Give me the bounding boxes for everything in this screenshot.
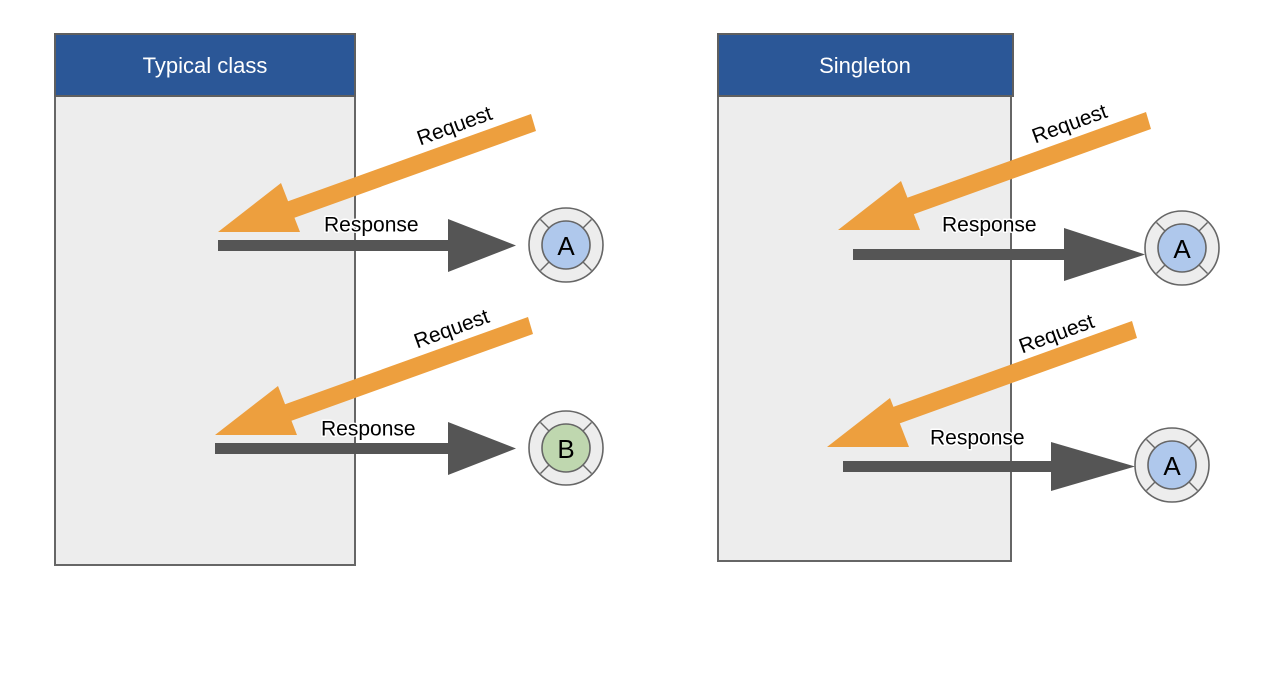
right-flow-1-request-head [838, 181, 920, 230]
left-flow-1-request-shaft [286, 114, 536, 219]
component-letter: A [1163, 451, 1181, 481]
left-flow-1-response-shaft [218, 240, 451, 251]
left-flow-2-response-shaft [215, 443, 451, 454]
right-flow-1-response-label: Response [942, 214, 1037, 237]
right-flow-2-response-shaft [843, 461, 1055, 472]
right-flow-2-request-head [827, 398, 909, 447]
right-flow-1-request-arrow [838, 112, 1151, 230]
right-flow-2-request-shaft [893, 321, 1137, 424]
left-flow-1-request-head [218, 183, 300, 232]
left-flow-1-response-label: Response [324, 214, 419, 237]
left-flow-1: Request Response A [218, 100, 604, 283]
component-letter: B [557, 434, 574, 464]
component-inner-circle [1157, 223, 1207, 273]
panel-typical-class-title: Typical class [143, 53, 268, 78]
right-flow-2-response-arrow [843, 442, 1135, 491]
component-letter: A [557, 231, 575, 261]
left-flow-2-response-head [448, 422, 516, 475]
right-flow-1-request-shaft [901, 112, 1151, 217]
right-flow-2-request-arrow [827, 321, 1137, 447]
right-flow-1-response-shaft [853, 249, 1068, 260]
left-flow-2-request-arrow [215, 317, 533, 435]
left-flow-2-request-shaft [283, 317, 533, 422]
left-flow-1-response-arrow [218, 219, 516, 272]
panel-singleton-title: Singleton [819, 53, 911, 78]
panel-typical-class-body [54, 33, 356, 566]
left-flow-2-response-arrow [215, 422, 516, 475]
component-inner-circle [541, 423, 591, 473]
component-inner-circle [1147, 440, 1197, 490]
right-flow-1-component: A [1144, 210, 1220, 286]
panel-singleton-body [717, 33, 1012, 562]
left-flow-2-response-label: Response [321, 418, 416, 441]
panel-singleton-header [717, 33, 1014, 97]
right-flow-2-response-head [1051, 442, 1135, 491]
left-flow-2-request-head [215, 386, 297, 435]
left-flow-1-request-arrow [218, 114, 536, 232]
left-flow-1-response-head [448, 219, 516, 272]
left-flow-1-component: A [528, 207, 604, 283]
panel-typical-class-header [54, 33, 356, 97]
right-flow-1-response-arrow [853, 228, 1145, 281]
right-flow-2: Request Response A [827, 308, 1210, 503]
panel-singleton: Singleton [717, 33, 1014, 562]
left-flow-2: Request Response B [215, 303, 604, 486]
right-flow-1-response-head [1064, 228, 1145, 281]
right-flow-2-component: A [1134, 427, 1210, 503]
left-flow-2-component: B [528, 410, 604, 486]
panel-typical-class: Typical class [54, 33, 356, 566]
component-letter: A [1173, 234, 1191, 264]
component-inner-circle [541, 220, 591, 270]
right-flow-2-response-label: Response [930, 427, 1025, 450]
